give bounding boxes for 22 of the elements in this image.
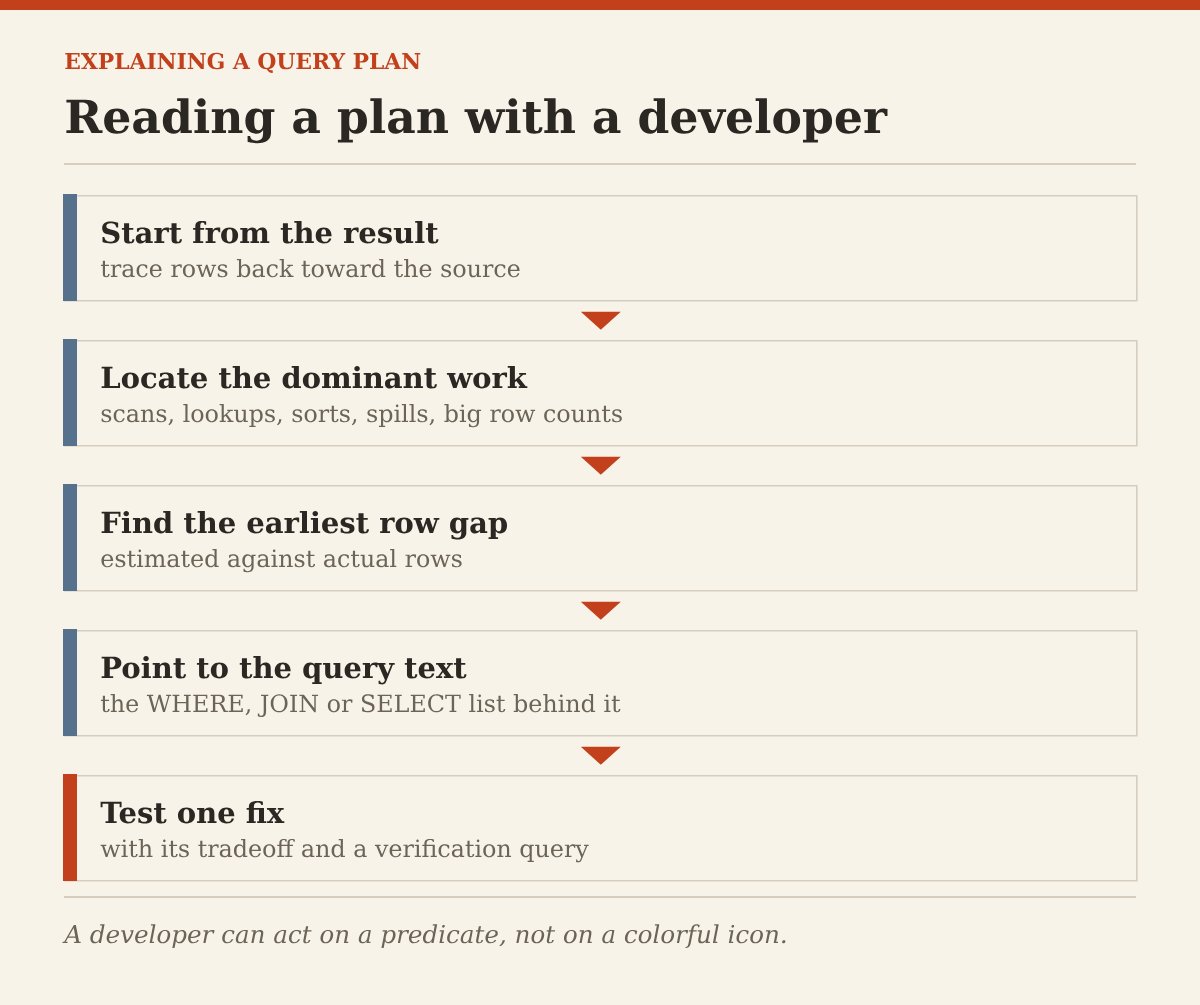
- step-title: Test one fix: [100, 800, 285, 824]
- arrow: [580, 311, 621, 330]
- step-card: [63, 629, 1138, 737]
- step-title: Start from the result: [102, 220, 439, 244]
- step-title: Point to the query text: [101, 655, 467, 685]
- title: Reading a plan with a developer: [66, 98, 888, 144]
- step-card: [63, 194, 1138, 302]
- arrow: [580, 601, 621, 620]
- arrow: [580, 456, 621, 475]
- step-card: [63, 774, 1138, 882]
- step-card: [63, 339, 1138, 447]
- step-title: Locate the dominant work: [101, 365, 528, 389]
- arrow: [580, 746, 621, 765]
- step-description: trace rows back toward the source: [100, 258, 520, 278]
- step-card: [63, 484, 1138, 592]
- step-description: estimated against actual rows: [101, 548, 462, 573]
- step-description: scans, lookups, sorts, spills, big row counts: [101, 403, 622, 428]
- step-description: the WHERE, JOIN or SELECT list behind it: [100, 693, 621, 717]
- kicker: EXPLAINING A QUERY PLAN: [65, 52, 421, 73]
- step-title: Find the earliest row gap: [101, 510, 507, 540]
- step-description: with its tradeoff and a verification query: [100, 838, 589, 863]
- caption: A developer can act on a predicate, not on a colorful icon.: [62, 924, 786, 949]
